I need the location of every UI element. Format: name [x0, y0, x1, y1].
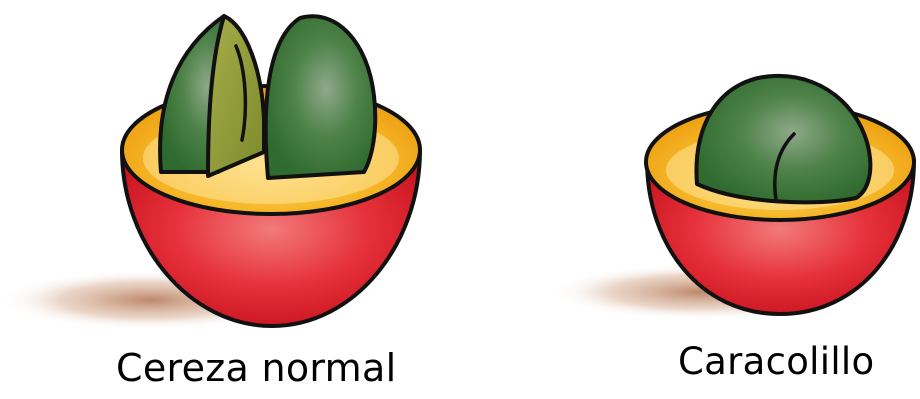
cereza-normal-seed-cut — [208, 16, 264, 176]
cereza-normal-seed-right — [266, 16, 376, 178]
caracolillo-figure — [550, 76, 914, 320]
cereza-normal-figure — [0, 16, 420, 330]
cereza-normal-label: Cereza normal — [116, 346, 396, 390]
caracolillo-seed — [696, 76, 870, 202]
caracolillo-label: Caracolillo — [678, 340, 874, 383]
